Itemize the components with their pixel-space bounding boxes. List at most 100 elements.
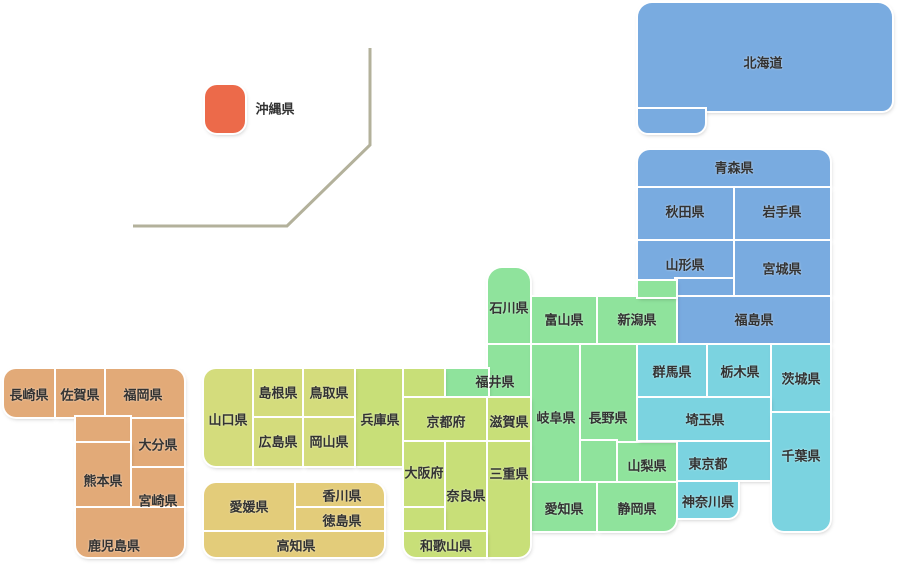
prefecture-shimane[interactable] (254, 369, 302, 416)
prefecture-label-tokyo[interactable]: 東京都 (688, 457, 728, 473)
prefecture-label-fukui[interactable]: 福井県 (475, 375, 515, 391)
prefecture-label-aomori[interactable]: 青森県 (714, 161, 754, 177)
prefecture-saga[interactable] (56, 369, 104, 417)
prefecture-yamanashi[interactable] (618, 443, 676, 481)
prefecture-oita[interactable] (132, 419, 184, 466)
prefecture-kagawa[interactable] (296, 483, 384, 506)
prefecture-label-miyagi[interactable]: 宮城県 (762, 262, 802, 278)
prefecture-gifu[interactable] (532, 345, 579, 481)
prefecture-label-wakayama[interactable]: 和歌山県 (419, 539, 473, 555)
prefecture-fukui[interactable] (446, 369, 488, 396)
prefecture-label-mie[interactable]: 三重県 (489, 467, 529, 483)
prefecture-label-yamanashi[interactable]: 山梨県 (627, 459, 667, 475)
prefecture-hokkaido[interactable] (638, 3, 892, 111)
prefecture-osaka[interactable] (404, 442, 444, 506)
prefecture-miyagi[interactable] (735, 241, 830, 295)
prefecture-shizuoka[interactable] (598, 483, 676, 531)
prefecture-label-tokushima[interactable]: 徳島県 (322, 514, 362, 530)
prefecture-label-kanagawa[interactable]: 神奈川県 (681, 495, 735, 511)
prefecture-tokyo[interactable] (678, 442, 770, 480)
prefecture-tochigi[interactable] (708, 345, 770, 396)
prefecture-label-oita[interactable]: 大分県 (138, 438, 178, 454)
prefecture-kyoto[interactable] (404, 398, 486, 440)
prefecture-ishikawa[interactable] (488, 268, 530, 343)
prefecture-label-akita[interactable]: 秋田県 (665, 205, 705, 221)
prefecture-niigata[interactable] (638, 281, 676, 297)
prefecture-label-nara[interactable]: 奈良県 (446, 489, 486, 505)
prefecture-label-ibaraki[interactable]: 茨城県 (781, 372, 821, 388)
prefecture-hokkaido[interactable] (638, 109, 705, 133)
prefecture-fukuoka[interactable] (76, 417, 130, 441)
prefecture-yamagata[interactable] (638, 241, 733, 279)
prefecture-fukushima[interactable] (678, 297, 830, 343)
prefecture-kagoshima[interactable] (76, 508, 184, 557)
prefecture-niigata[interactable] (598, 297, 676, 343)
prefecture-nagasaki[interactable] (4, 369, 54, 417)
prefecture-miyazaki[interactable] (132, 468, 184, 506)
prefecture-label-tottori[interactable]: 鳥取県 (309, 386, 349, 402)
prefecture-tokushima[interactable] (296, 508, 384, 530)
prefecture-label-nagano[interactable]: 長野県 (588, 411, 628, 427)
prefecture-yamagata[interactable] (676, 279, 733, 295)
prefecture-tottori[interactable] (304, 369, 354, 416)
prefecture-label-hokkaido[interactable]: 北海道 (743, 56, 783, 72)
prefecture-wakayama[interactable] (404, 508, 444, 532)
prefecture-label-shizuoka[interactable]: 静岡県 (617, 502, 657, 518)
prefecture-label-chiba[interactable]: 千葉県 (781, 449, 821, 465)
prefecture-label-kagawa[interactable]: 香川県 (322, 489, 362, 505)
prefecture-mie[interactable] (488, 442, 530, 557)
prefecture-label-fukuoka[interactable]: 福岡県 (123, 388, 163, 404)
prefecture-label-tochigi[interactable]: 栃木県 (720, 365, 760, 381)
prefecture-okayama[interactable] (304, 418, 354, 466)
prefecture-akita[interactable] (638, 188, 733, 239)
prefecture-hyogo[interactable] (356, 369, 402, 466)
prefecture-label-gifu[interactable]: 岐阜県 (536, 411, 576, 427)
prefecture-label-fukushima[interactable]: 福島県 (734, 313, 774, 329)
prefecture-nara[interactable] (446, 442, 486, 530)
prefecture-toyama[interactable] (532, 297, 596, 343)
prefecture-label-kagoshima[interactable]: 鹿児島県 (87, 539, 141, 555)
prefecture-nagano[interactable] (581, 345, 636, 441)
prefecture-label-iwate[interactable]: 岩手県 (762, 205, 802, 221)
prefecture-label-saga[interactable]: 佐賀県 (60, 388, 100, 404)
prefecture-kumamoto[interactable] (76, 443, 130, 506)
prefecture-fukui[interactable] (488, 345, 530, 396)
prefecture-yamaguchi[interactable] (204, 369, 252, 466)
prefecture-okinawa[interactable] (205, 85, 245, 133)
prefecture-ehime[interactable] (204, 483, 294, 530)
prefecture-kyoto[interactable] (404, 369, 444, 398)
prefecture-ibaraki[interactable] (772, 345, 830, 411)
prefecture-label-kyoto[interactable]: 京都府 (426, 415, 466, 431)
prefecture-saitama[interactable] (638, 398, 770, 440)
prefecture-nagano[interactable] (581, 441, 616, 481)
prefecture-hiroshima[interactable] (254, 418, 302, 466)
prefecture-aichi[interactable] (532, 483, 596, 531)
prefecture-label-ehime[interactable]: 愛媛県 (229, 500, 269, 516)
prefecture-label-gunma[interactable]: 群馬県 (652, 365, 692, 381)
prefecture-label-miyazaki[interactable]: 宮崎県 (138, 494, 178, 510)
prefecture-shiga[interactable] (488, 398, 530, 440)
prefecture-label-saitama[interactable]: 埼玉県 (685, 413, 725, 429)
prefecture-label-shiga[interactable]: 滋賀県 (489, 415, 529, 431)
prefecture-label-okinawa[interactable]: 沖縄県 (255, 102, 295, 118)
prefecture-label-hyogo[interactable]: 兵庫県 (360, 413, 400, 429)
prefecture-label-nagasaki[interactable]: 長崎県 (9, 388, 49, 404)
prefecture-chiba[interactable] (772, 413, 830, 531)
prefecture-label-yamaguchi[interactable]: 山口県 (208, 413, 248, 429)
prefecture-kanagawa[interactable] (678, 482, 738, 518)
prefecture-label-hiroshima[interactable]: 広島県 (258, 435, 298, 451)
prefecture-gunma[interactable] (638, 345, 706, 396)
prefecture-label-shimane[interactable]: 島根県 (258, 386, 298, 402)
prefecture-aomori[interactable] (638, 150, 830, 186)
prefecture-label-osaka[interactable]: 大阪府 (404, 466, 444, 482)
prefecture-iwate[interactable] (735, 188, 830, 239)
prefecture-label-niigata[interactable]: 新潟県 (617, 313, 657, 329)
prefecture-fukuoka[interactable] (106, 369, 184, 417)
prefecture-kochi[interactable] (204, 532, 384, 557)
prefecture-label-toyama[interactable]: 富山県 (544, 313, 584, 329)
prefecture-label-kochi[interactable]: 高知県 (276, 539, 316, 555)
prefecture-label-ishikawa[interactable]: 石川県 (489, 301, 529, 317)
prefecture-label-yamagata[interactable]: 山形県 (665, 258, 705, 274)
prefecture-label-okayama[interactable]: 岡山県 (309, 435, 349, 451)
prefecture-label-kumamoto[interactable]: 熊本県 (83, 474, 123, 490)
